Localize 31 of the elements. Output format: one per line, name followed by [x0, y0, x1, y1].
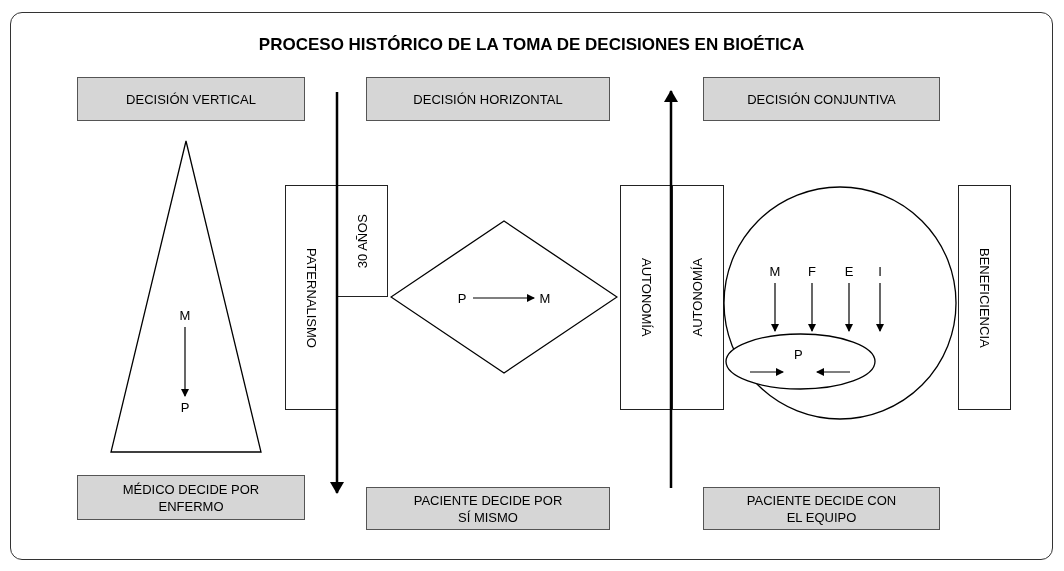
arrow [808, 282, 816, 332]
outcome-box: MÉDICO DECIDE POR ENFERMO [77, 475, 305, 520]
arrow [771, 282, 779, 332]
arrow [845, 282, 853, 332]
concept-box: AUTONOMÍA [672, 185, 724, 410]
letter-label: I [878, 264, 882, 278]
outcome-box: PACIENTE DECIDE POR SÍ MISMO [366, 487, 610, 530]
circle-shape [723, 186, 957, 420]
letter-label: E [844, 264, 854, 278]
period-box: 30 AÑOS [337, 185, 388, 297]
letter-label: P [180, 400, 190, 414]
ellipse-shape [725, 333, 876, 390]
decision-type-box: DECISIÓN CONJUNTIVA [703, 77, 940, 121]
letter-label: P [457, 291, 467, 305]
decision-type-box: DECISIÓN VERTICAL [77, 77, 305, 121]
letter-label: M [179, 308, 191, 322]
diamond-shape [390, 220, 618, 374]
letter-label: M [769, 264, 781, 278]
letter-label: P [794, 348, 803, 361]
arrow [472, 294, 535, 302]
arrow [876, 282, 884, 332]
concept-box: AUTONOMÍA [620, 185, 672, 410]
letter-label: F [808, 264, 816, 278]
concept-box: PATERNALISMO [285, 185, 337, 410]
triangle-shape [110, 140, 262, 453]
concept-box: BENEFICIENCIA [958, 185, 1011, 410]
letter-label: M [539, 291, 551, 305]
diagram-title: PROCESO HISTÓRICO DE LA TOMA DE DECISIONES EN BIOÉTICA [257, 35, 806, 55]
arrow [181, 326, 189, 397]
decision-type-box: DECISIÓN HORIZONTAL [366, 77, 610, 121]
outcome-box: PACIENTE DECIDE CON EL EQUIPO [703, 487, 940, 530]
